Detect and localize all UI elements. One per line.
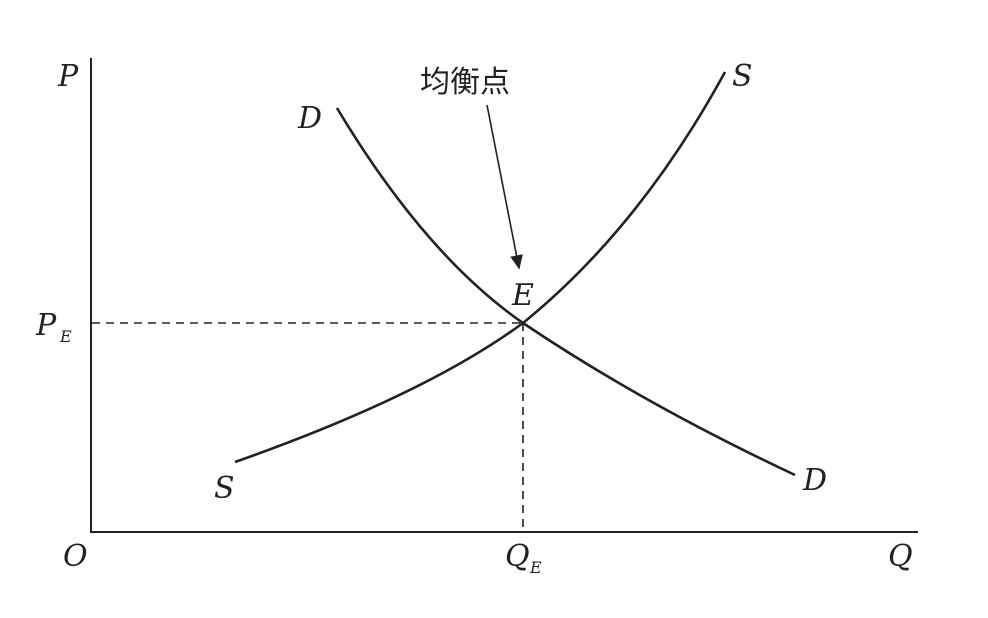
supply-label-end: S [732, 59, 753, 94]
demand-label-start: D [297, 101, 322, 136]
origin-label: O [63, 539, 88, 574]
y-axis-label: P [57, 59, 79, 94]
equilibrium-arrow [486, 104, 523, 270]
quantity-label: Q [505, 539, 530, 574]
x-axis-label: Q [888, 539, 913, 574]
equilibrium-annotation: 均衡点 [420, 65, 510, 100]
supply-curve [234, 71, 727, 464]
quantity-subscript: E [529, 558, 542, 577]
demand-label-end: D [802, 463, 827, 498]
demand-curve [335, 107, 796, 477]
price-label: P [35, 308, 57, 343]
equilibrium-point-label: E [511, 278, 534, 313]
price-subscript: E [59, 327, 72, 346]
supply-label-start: S [214, 471, 235, 506]
